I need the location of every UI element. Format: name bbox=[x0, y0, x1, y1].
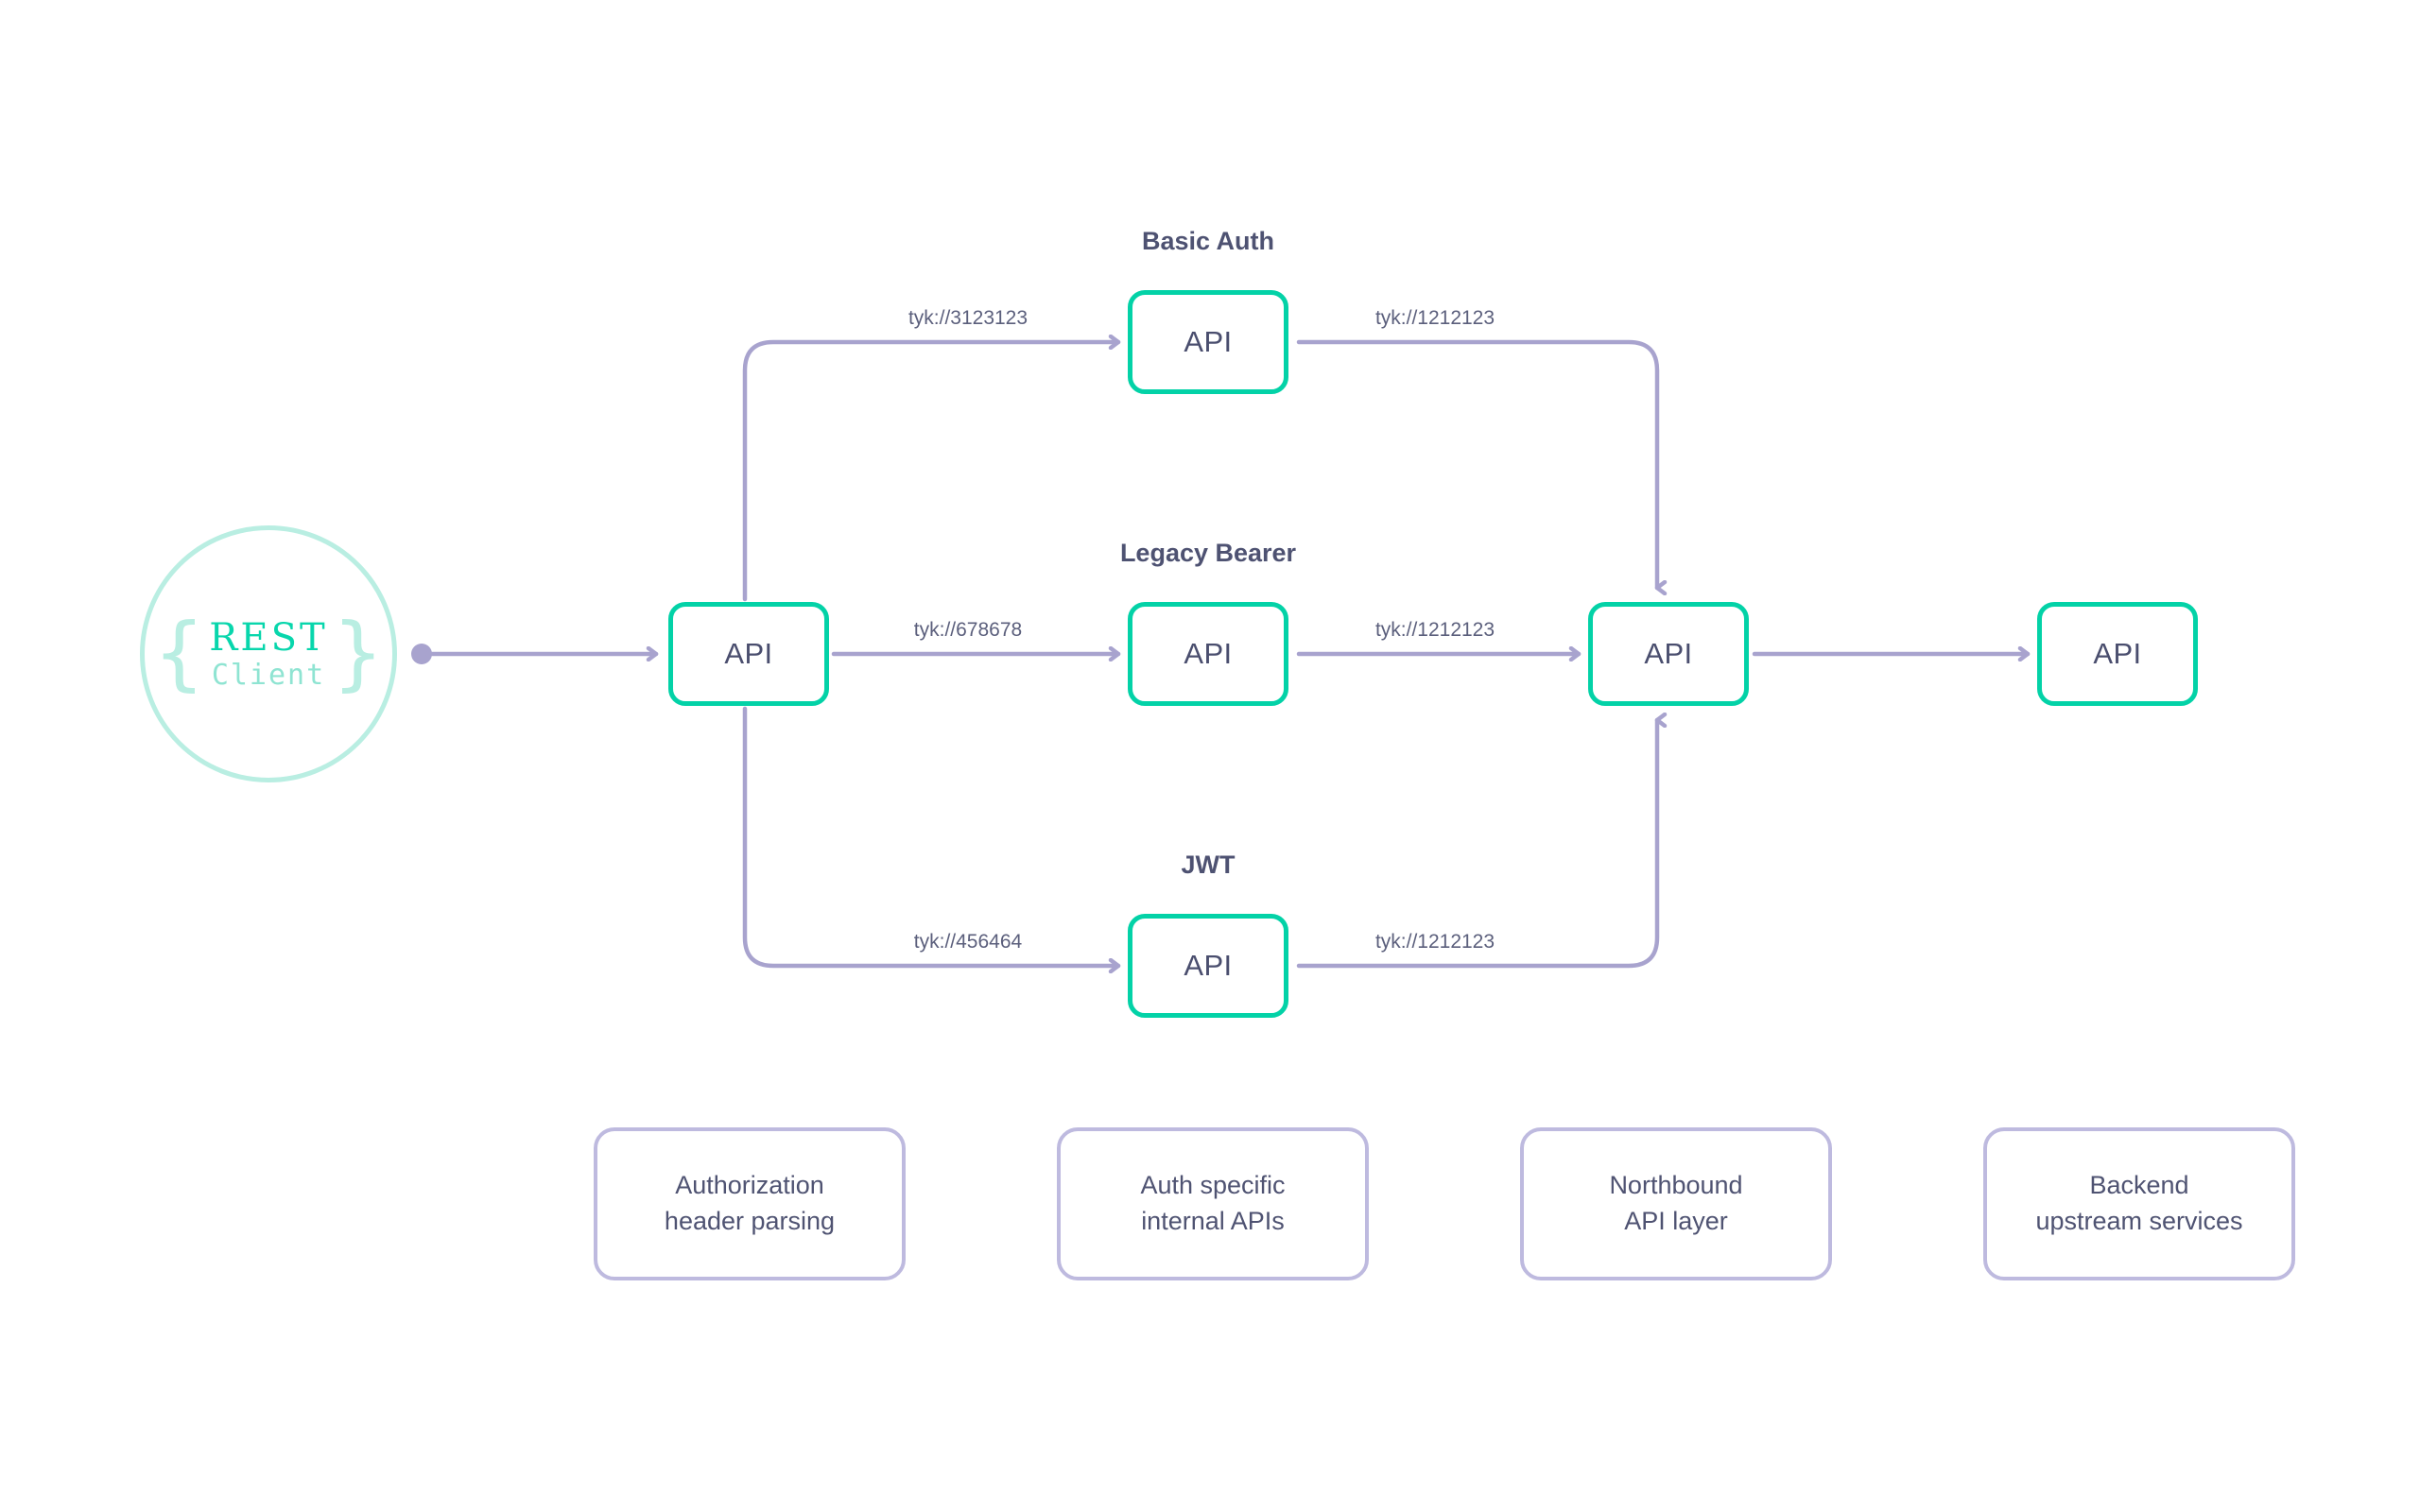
api-node-backend[interactable]: API bbox=[2037, 602, 2198, 706]
wire-label-legacy-bearer-to-northbound: tyk://1212123 bbox=[1374, 619, 1495, 641]
wire-label-to-basic-auth: tyk://3123123 bbox=[908, 307, 1028, 329]
group-heading-basic-auth: Basic Auth bbox=[1141, 227, 1275, 255]
rest-client-node: { REST Client } bbox=[140, 525, 397, 782]
caption-auth-specific-internal-apis: Auth specific internal APIs bbox=[1057, 1127, 1369, 1280]
rest-client-title: REST bbox=[209, 615, 328, 660]
api-node-northbound[interactable]: API bbox=[1588, 602, 1749, 706]
wire-jwt-to-northbound bbox=[1296, 720, 1657, 969]
rest-client-content: { REST Client } bbox=[154, 606, 383, 701]
wire-origin-dot bbox=[411, 644, 432, 664]
api-node-legacy-bearer[interactable]: API bbox=[1128, 602, 1288, 706]
caption-backend-upstream-services: Backend upstream services bbox=[1983, 1127, 2295, 1280]
wire-label-jwt-to-northbound: tyk://1212123 bbox=[1374, 931, 1495, 953]
wire-parser-to-basic-auth bbox=[742, 342, 1121, 602]
open-brace-icon: { bbox=[154, 606, 204, 701]
close-brace-icon: } bbox=[333, 606, 383, 701]
group-heading-jwt: JWT bbox=[1181, 850, 1236, 879]
wire-parser-to-jwt bbox=[742, 706, 1121, 966]
caption-authorization-header-parsing: Authorization header parsing bbox=[594, 1127, 906, 1280]
group-heading-legacy-bearer: Legacy Bearer bbox=[1119, 539, 1297, 567]
api-node-jwt[interactable]: API bbox=[1128, 914, 1288, 1018]
api-node-auth-parser[interactable]: API bbox=[668, 602, 829, 706]
caption-northbound-api-layer: Northbound API layer bbox=[1520, 1127, 1832, 1280]
wire-label-to-legacy-bearer: tyk://678678 bbox=[913, 619, 1023, 641]
rest-client-labels: REST Client bbox=[209, 615, 328, 692]
wire-label-to-jwt: tyk://456464 bbox=[913, 931, 1023, 953]
api-node-basic-auth[interactable]: API bbox=[1128, 290, 1288, 394]
rest-client-subtitle: Client bbox=[211, 658, 326, 692]
wire-basic-auth-to-northbound bbox=[1296, 339, 1657, 588]
wire-label-basic-auth-to-northbound: tyk://1212123 bbox=[1374, 307, 1495, 329]
